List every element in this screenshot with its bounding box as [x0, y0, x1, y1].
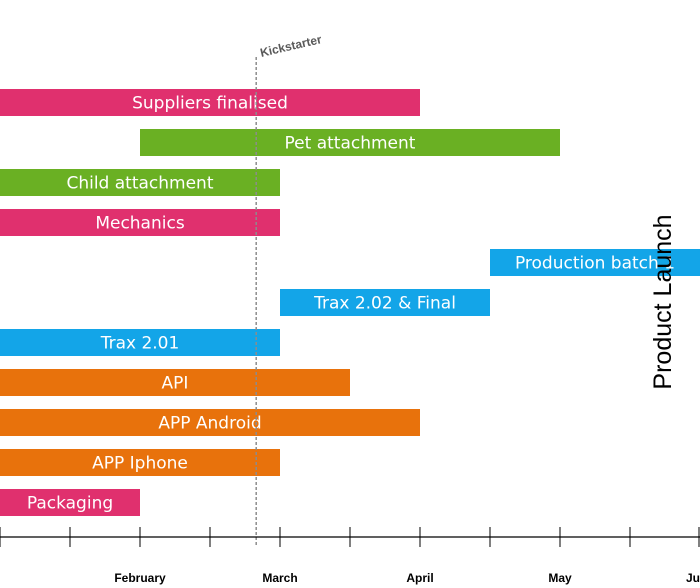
task-bar	[0, 209, 280, 236]
task-label: API	[162, 374, 189, 394]
x-tick-label-april: April	[406, 571, 433, 585]
task-bar	[0, 329, 280, 356]
task-label: Suppliers finalised	[132, 94, 288, 114]
task-label: Production batch 1	[515, 254, 675, 274]
task-bar	[0, 169, 280, 196]
x-tick-label-june: June	[686, 571, 700, 585]
task-label: APP Android	[158, 414, 261, 434]
task-production-batch-1: Production batch 1	[490, 249, 700, 276]
task-trax-2-02-final: Trax 2.02 & Final	[280, 289, 490, 316]
x-tick-label-may: May	[548, 571, 572, 585]
task-label: Trax 2.02 & Final	[313, 294, 456, 314]
task-bar	[0, 409, 420, 436]
task-trax-2-01: Trax 2.01	[0, 329, 280, 356]
task-bar	[0, 449, 280, 476]
task-app-iphone: APP Iphone	[0, 449, 280, 476]
task-pet-attachment: Pet attachment	[140, 129, 560, 156]
task-suppliers-finalised: Suppliers finalised	[0, 89, 420, 116]
task-bar	[0, 369, 350, 396]
task-bar	[0, 89, 420, 116]
task-packaging: Packaging	[0, 489, 140, 516]
task-bar	[280, 289, 490, 316]
task-label: Packaging	[27, 494, 113, 514]
task-label: APP Iphone	[92, 454, 188, 474]
x-axis: February March April May June	[0, 527, 700, 585]
task-bar	[490, 249, 700, 276]
task-app-android: APP Android	[0, 409, 420, 436]
product-launch-annotation: Product Launch	[649, 214, 677, 389]
task-bar	[0, 489, 140, 516]
x-tick-label-february: February	[114, 571, 166, 585]
x-tick-label-march: March	[262, 571, 297, 585]
task-label: Pet attachment	[285, 134, 416, 154]
task-label: Trax 2.01	[100, 334, 180, 354]
task-bar	[140, 129, 560, 156]
task-label: Child attachment	[66, 174, 213, 194]
task-mechanics: Mechanics	[0, 209, 280, 236]
task-api: API	[0, 369, 350, 396]
marker-label-kickstarter: Kickstarter	[259, 32, 324, 60]
task-label: Mechanics	[95, 214, 185, 234]
task-child-attachment: Child attachment	[0, 169, 280, 196]
